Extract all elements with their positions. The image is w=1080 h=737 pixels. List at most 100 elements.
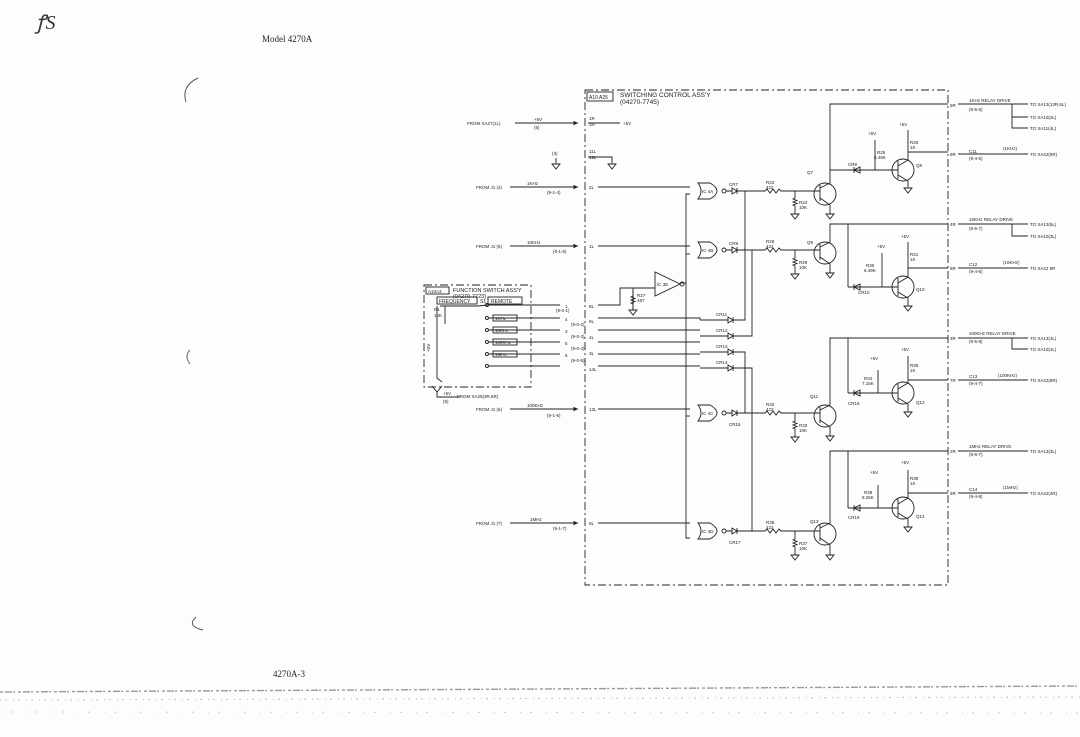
- cr16-label: CR16: [848, 401, 860, 406]
- q14-label: Q14: [916, 514, 925, 519]
- ref-9-1-5: (9-1-5): [553, 249, 567, 254]
- ref-9-1-6: (9-1-6): [547, 413, 561, 418]
- gnd-ref-label: (3): [552, 151, 558, 156]
- r39-label: R39: [910, 476, 919, 481]
- s1-label: S1: [480, 299, 486, 305]
- r38-value: 8.25K: [862, 495, 874, 500]
- ref-9-0-5: (9-0-5): [571, 358, 585, 363]
- r1-value: 10K: [434, 313, 442, 318]
- frequency-box-label: FREQUENCY: [439, 299, 471, 305]
- from-j1-4-label: FROM J1 (4): [476, 185, 503, 190]
- switching-assy-ref: A10 A25: [589, 95, 608, 101]
- svg-text:5: 5: [565, 341, 568, 346]
- freq-100khz-label: 100KHz: [527, 403, 544, 408]
- scan-edge-line: [0, 685, 1080, 693]
- corner-mark: ꝭS: [36, 12, 56, 34]
- r31-value: 1K: [910, 257, 916, 262]
- out2-c-lab: C12: [969, 262, 978, 267]
- out2-freq: (10KHz): [1003, 260, 1020, 265]
- q12-plus5-a: +5V: [870, 356, 878, 361]
- q8-label: Q8: [916, 163, 923, 168]
- r26-value: 1K: [910, 145, 916, 150]
- svg-text:11L: 11L: [589, 149, 597, 154]
- ref-9-1-4: (9-1-4): [547, 190, 561, 195]
- r29-label: R29: [799, 260, 808, 265]
- out3-c-to: TO XA22(5R): [1030, 378, 1058, 383]
- q8-plus5-a: +5V: [868, 131, 876, 136]
- out4-to-a: TO XA13(3L): [1030, 449, 1057, 454]
- svg-text:3R: 3R: [589, 122, 596, 127]
- r25-value: 6.49K: [874, 155, 886, 160]
- out1-to-c: TO XA11(4L): [1030, 126, 1057, 131]
- q10-label: Q10: [916, 287, 925, 292]
- r28-value: 422: [766, 244, 774, 249]
- svg-text:1: 1: [565, 304, 568, 309]
- svg-text:9L: 9L: [589, 319, 595, 324]
- r37-label: R37: [799, 541, 808, 546]
- switching-assy-outline: [584, 89, 949, 586]
- out4-c-pin: 6R: [950, 491, 957, 496]
- svg-text:14L: 14L: [589, 367, 597, 372]
- function-assy-outline: [423, 284, 532, 388]
- r39-value: 1K: [910, 481, 916, 486]
- q13-label: Q13: [810, 519, 819, 524]
- r35-value: 1K: [910, 368, 916, 373]
- r38-label: R38: [864, 490, 873, 495]
- r35-label: R35: [910, 363, 919, 368]
- output-wiring: [958, 103, 1028, 494]
- cr17-label: CR17: [729, 540, 741, 545]
- svg-text:12L: 12L: [589, 155, 597, 160]
- ic3e-label: IC 3E: [657, 282, 668, 287]
- out2-drive: 10KHz RELAY DRIVE: [969, 217, 1013, 222]
- q12-label: Q12: [916, 400, 925, 405]
- punch-mark-mid: [186, 349, 191, 365]
- switching-assy-title: SWITCHING CONTROL ASS'Y: [620, 92, 711, 99]
- plus5-in-ref: (5): [534, 125, 540, 130]
- plus5-in-label: +5V: [534, 117, 542, 122]
- xa25-ref: (5): [443, 399, 449, 404]
- r29-value: 10K: [799, 265, 807, 270]
- ic4b-label: IC 4B: [702, 248, 713, 253]
- out2-pin: 4R: [950, 222, 957, 227]
- r37-value: 10K: [799, 546, 807, 551]
- q12-plus5-b: +5V: [901, 347, 909, 352]
- out2-to-a: TO XA13(5L): [1030, 222, 1057, 227]
- cr8-label: CR8: [848, 162, 857, 167]
- r31-label: R31: [910, 252, 919, 257]
- r33-label: R33: [799, 423, 808, 428]
- r36-value: 422: [766, 525, 774, 530]
- out1-c-lab: C11: [969, 149, 977, 154]
- svg-text:6: 6: [565, 353, 568, 358]
- out4-c-to: TO XA22(4R): [1030, 491, 1058, 496]
- out3-freq: (100KHz): [998, 373, 1018, 378]
- out1-c-to: TO XA22(9R): [1030, 152, 1058, 157]
- r24-label: R24: [799, 200, 808, 205]
- r32-label: R32: [766, 402, 775, 407]
- gate-wiring: [598, 186, 701, 539]
- switch-line-numbers: 1 4 3 5 6: [565, 304, 568, 358]
- svg-text:13L: 13L: [589, 407, 597, 412]
- out1-freq: (1KHz): [1003, 146, 1018, 151]
- r23-value: 422: [766, 185, 774, 190]
- function-plus5-label: +5V: [426, 344, 431, 352]
- punch-mark-bottom: [191, 616, 204, 631]
- ref-9-0-2: (9-0-2): [571, 322, 585, 327]
- function-setting-1mhz: 1MHz: [495, 352, 508, 357]
- svg-text:4: 4: [565, 317, 568, 322]
- r28-label: R28: [766, 239, 775, 244]
- svg-text:3: 3: [565, 329, 568, 334]
- function-assy-title: FUNCTION SWITCH ASS'Y: [453, 288, 522, 294]
- from-xa27-label: FROM XA27(1L): [467, 121, 501, 126]
- svg-text:1L: 1L: [589, 244, 595, 249]
- svg-text:5L: 5L: [589, 521, 595, 526]
- out3-c-ref: (9-4-7): [969, 381, 983, 386]
- r27-resistor: [629, 290, 637, 310]
- out2-to-b: TO XA10(3L): [1030, 234, 1057, 239]
- out2-c-pin: 8R: [950, 266, 957, 271]
- cr13-label: CR13: [716, 344, 728, 349]
- driver-chains: [700, 187, 810, 561]
- xa25-plus5: +5V: [443, 391, 451, 396]
- r30-label: R30: [866, 263, 875, 268]
